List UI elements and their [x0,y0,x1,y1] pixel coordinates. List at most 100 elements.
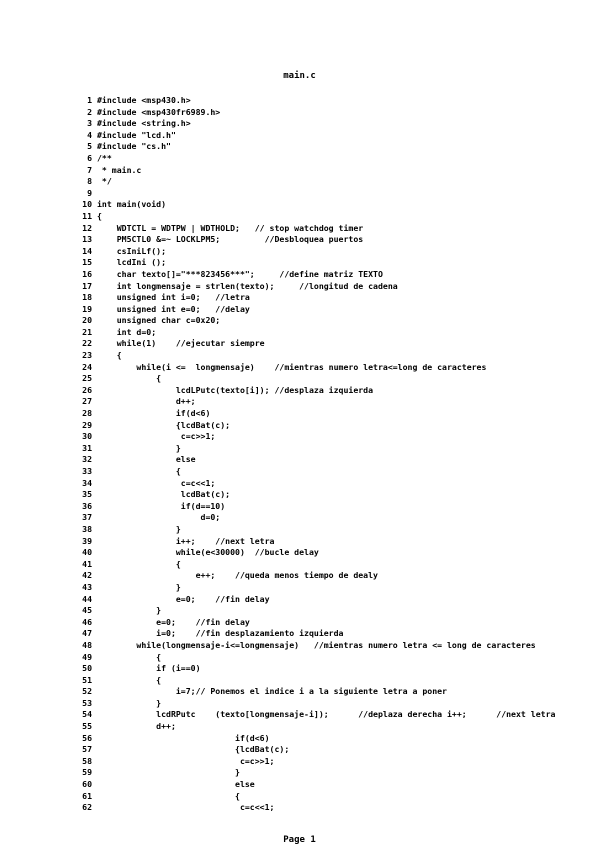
code-text: { [97,350,122,361]
code-line: 47 i=0; //fin desplazamiento izquierda [78,628,594,640]
code-text: unsigned int i=0; //letra [97,292,250,303]
code-line: 21 int d=0; [78,327,594,339]
code-text: unsigned char c=0x20; [97,315,221,326]
code-text: { [97,373,162,384]
line-number: 45 [82,605,92,616]
code-text: int d=0; [97,326,157,337]
code-text: e=0; //fin delay [97,593,270,604]
code-line: 27 d++; [78,396,594,408]
code-line: 4 #include "lcd.h" [78,130,594,142]
line-number: 54 [82,709,92,720]
code-line: 46 e=0; //fin delay [78,617,594,629]
line-number: 46 [82,616,92,627]
code-text: lcdIni (); [97,257,167,268]
line-number: 61 [82,790,92,801]
code-line: 61 { [78,791,594,803]
line-number: 33 [82,466,92,476]
code-text: i=0; //fin desplazamiento izquierda [97,628,344,639]
code-line: 45 } [78,605,594,617]
code-text: c=c<<1; [97,477,216,488]
code-line: 30 c=c>>1; [78,431,594,443]
code-line: 11 { [78,211,594,223]
line-number: 38 [82,523,92,534]
line-number: 16 [82,268,92,279]
code-line: 60 else [78,779,594,791]
line-number: 26 [82,384,92,395]
code-line: 37 d=0; [78,512,594,524]
line-number: 22 [82,338,92,349]
code-line: 6/** [78,153,594,165]
code-line: 52 i=7;// Ponemos el indice i a la sigui… [78,686,594,698]
line-number: 17 [82,280,92,291]
code-line: 1#include <msp430.h> [78,95,594,107]
line-number: 32 [82,454,92,465]
code-line: 19 unsigned int e=0; //delay [78,304,594,316]
line-number: 41 [82,558,92,569]
line-number: 18 [82,292,92,303]
code-text: else [97,779,255,790]
line-number: 11 [82,210,92,221]
code-line: 58 c=c>>1; [78,756,594,768]
code-text: c=c<<1; [97,802,275,813]
code-text: {lcdBat(c); [97,744,290,755]
line-number: 21 [82,326,92,337]
code-line: 7 * main.c [78,165,594,177]
code-text: * main.c [97,164,142,175]
line-number: 23 [82,350,92,361]
line-number: 47 [82,628,92,639]
code-text: lcdLPutc(texto[i]); //desplaza izquierda [97,384,374,395]
code-line: 2#include <msp430fr6989.h> [78,107,594,119]
code-line: 22 while(1) //ejecutar siempre [78,338,594,350]
code-text: d++; [97,721,176,732]
code-text: } [97,605,162,616]
line-number: 25 [82,373,92,384]
code-text: {lcdBat(c); [97,419,231,430]
code-line: 55 d++; [78,721,594,733]
code-line: 28 if(d<6) [78,408,594,420]
code-text: csIniLf(); [97,245,167,256]
code-text: { [97,466,181,476]
code-text: } [97,697,162,708]
code-line: 40 while(e<30000) //bucle delay [78,547,594,559]
code-line: 38 } [78,524,594,536]
line-number: 4 [87,129,92,140]
code-text: { [97,210,102,221]
code-line: 33 { [78,466,594,478]
code-text: #include "lcd.h" [97,129,176,140]
code-text: while(1) //ejecutar siempre [97,338,265,349]
code-text: c=c>>1; [97,755,275,766]
code-line: 53 } [78,698,594,710]
line-number: 12 [82,222,92,233]
line-number: 43 [82,581,92,592]
line-number: 8 [87,176,92,187]
code-line: 15 lcdIni (); [78,257,594,269]
line-number: 3 [87,118,92,129]
code-text: while(e<30000) //bucle delay [97,547,319,558]
line-number: 36 [82,500,92,511]
line-number: 6 [87,152,92,163]
code-line: 34 c=c<<1; [78,478,594,490]
code-text: #include <msp430fr6989.h> [97,106,221,117]
line-number: 27 [82,396,92,407]
code-line: 31 } [78,443,594,455]
line-number: 56 [82,732,92,743]
code-text: #include <string.h> [97,118,191,129]
code-text: int main(void) [97,199,167,210]
code-line: 25 { [78,373,594,385]
code-line: 24 while(i <= longmensaje) //mientras nu… [78,362,594,374]
code-line: 35 lcdBat(c); [78,489,594,501]
line-number: 35 [82,489,92,500]
line-number: 50 [82,663,92,674]
line-number: 7 [87,164,92,175]
code-text: d++; [97,396,196,407]
code-text: if(d<6) [97,408,211,419]
line-number: 39 [82,535,92,546]
code-line: 50 if (i==0) [78,663,594,675]
code-text: { [97,790,240,801]
line-number: 30 [82,431,92,442]
line-number: 13 [82,234,92,245]
code-text: { [97,558,181,569]
code-text: c=c>>1; [97,431,216,442]
line-number: 51 [82,674,92,685]
line-number: 10 [82,199,92,210]
